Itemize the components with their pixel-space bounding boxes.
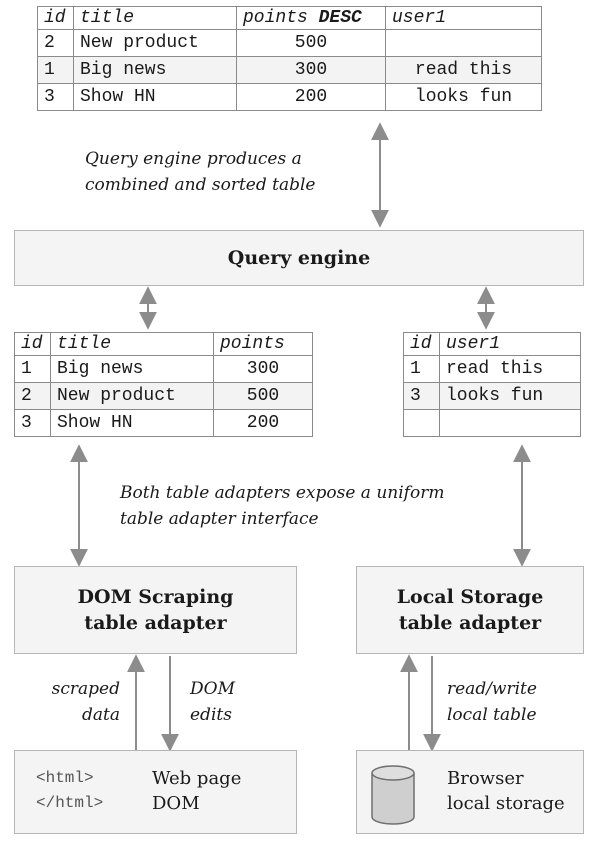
web-page-dom-label: Web page DOM bbox=[152, 768, 242, 814]
col-header-title: title bbox=[50, 332, 214, 356]
scraped-table: id title points 1 Big news 300 2 New pro… bbox=[14, 332, 313, 437]
col-header-points: points bbox=[213, 332, 313, 356]
local-table: id user1 1 read this 3 looks fun bbox=[403, 332, 581, 437]
web-page-dom-box: <html> </html> Web page DOM bbox=[14, 750, 297, 834]
table-row: 1 Big news 300 bbox=[14, 355, 313, 383]
browser-local-storage-box: Browser local storage bbox=[356, 750, 584, 834]
browser-storage-label: Browser local storage bbox=[447, 768, 565, 814]
table-row: 2 New product 500 bbox=[37, 29, 542, 57]
table-row: 1 read this bbox=[403, 355, 581, 383]
read-write-note: read/write local table bbox=[447, 679, 537, 725]
table-row bbox=[403, 409, 581, 437]
html-code-snippet: <html> </html> bbox=[36, 769, 104, 812]
col-header-id: id bbox=[403, 332, 440, 356]
query-engine-note: Query engine produces a combined and sor… bbox=[85, 149, 316, 195]
col-header-user1: user1 bbox=[385, 6, 542, 30]
dom-scraping-adapter-box: DOM Scraping table adapter bbox=[14, 566, 297, 654]
col-header-points-desc: points DESC bbox=[236, 6, 386, 30]
col-header-id: id bbox=[37, 6, 74, 30]
scraped-data-note: scraped data bbox=[51, 679, 120, 725]
table-row: 3 Show HN 200 looks fun bbox=[37, 83, 542, 111]
local-storage-adapter-box: Local Storage table adapter bbox=[356, 566, 584, 654]
col-header-title: title bbox=[73, 6, 237, 30]
table-row: 2 New product 500 bbox=[14, 382, 313, 410]
result-table: id title points DESC user1 2 New product… bbox=[37, 6, 542, 111]
adapters-note: Both table adapters expose a uniform tab… bbox=[120, 483, 445, 529]
col-header-id: id bbox=[14, 332, 51, 356]
table-row: 3 Show HN 200 bbox=[14, 409, 313, 437]
table-row: 1 Big news 300 read this bbox=[37, 56, 542, 84]
dom-edits-note: DOM edits bbox=[190, 679, 235, 725]
col-header-user1: user1 bbox=[439, 332, 581, 356]
database-cylinder-icon bbox=[371, 765, 415, 825]
query-engine-label: Query engine bbox=[227, 247, 371, 269]
table-row: 3 looks fun bbox=[403, 382, 581, 410]
query-engine-box: Query engine bbox=[14, 230, 584, 286]
